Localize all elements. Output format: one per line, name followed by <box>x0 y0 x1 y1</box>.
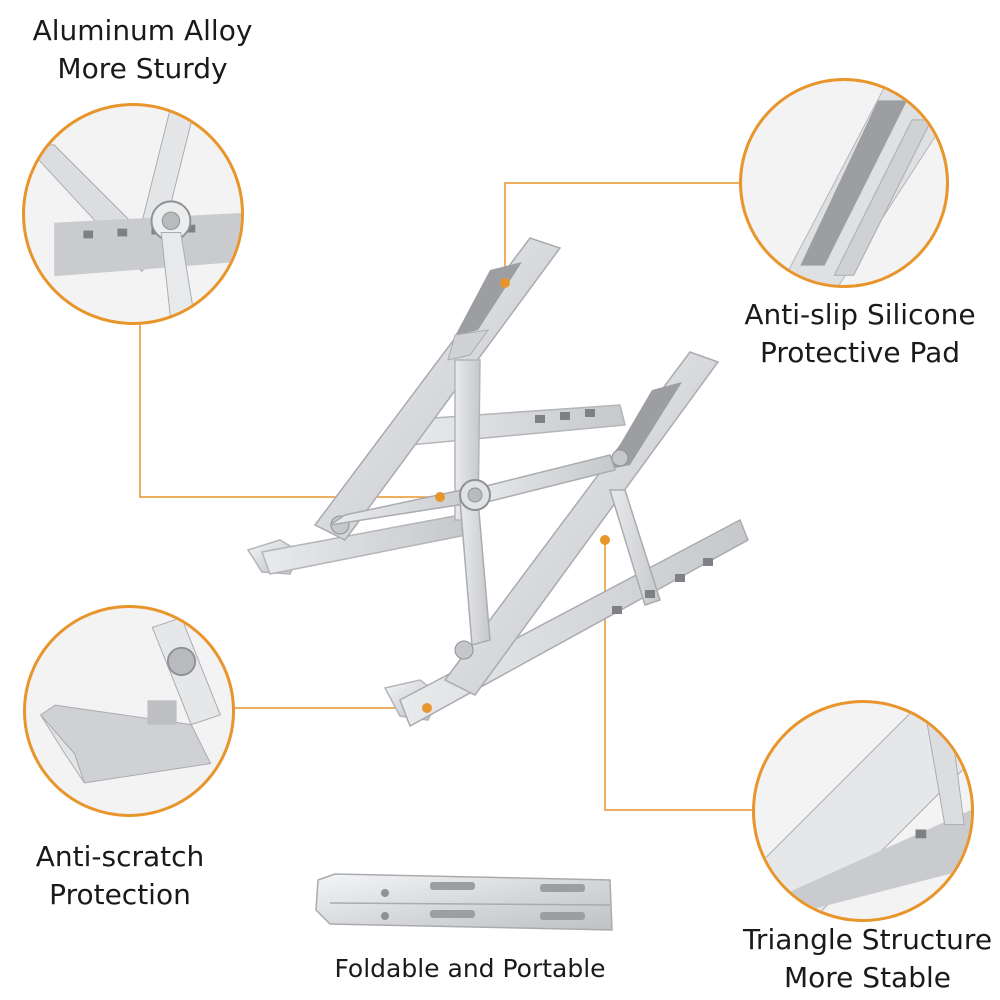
label-anti-slip-silicone: Anti-slip Silicone Protective Pad <box>725 296 995 372</box>
label-triangle-structure: Triangle Structure More Stable <box>735 921 1000 997</box>
connector-triangle <box>604 540 758 811</box>
label-aluminum-alloy: Aluminum Alloy More Sturdy <box>10 12 275 88</box>
label-silicone-line2: Protective Pad <box>759 336 961 369</box>
label-silicone-line1: Anti-slip Silicone <box>744 298 976 331</box>
detail-circle-aluminum <box>22 103 244 325</box>
label-scratch-line1: Anti-scratch <box>35 840 205 873</box>
connector-silicone <box>504 182 742 280</box>
label-triangle-line1: Triangle Structure <box>742 923 993 956</box>
marker-dots <box>422 278 610 713</box>
label-foldable-portable: Foldable and Portable <box>315 950 625 988</box>
label-anti-scratch: Anti-scratch Protection <box>15 838 225 914</box>
front-stand <box>383 351 749 728</box>
cross-brace <box>329 454 616 646</box>
detail-circle-scratch <box>23 605 235 817</box>
label-aluminum-line2: More Sturdy <box>57 52 228 85</box>
detail-circle-silicone <box>739 78 949 288</box>
folded-stand <box>315 873 613 931</box>
label-triangle-line2: More Stable <box>783 961 951 994</box>
detail-circle-triangle <box>752 700 974 922</box>
label-scratch-line2: Protection <box>49 878 191 911</box>
label-foldable-line1: Foldable and Portable <box>334 954 606 983</box>
label-aluminum-line1: Aluminum Alloy <box>32 14 253 47</box>
